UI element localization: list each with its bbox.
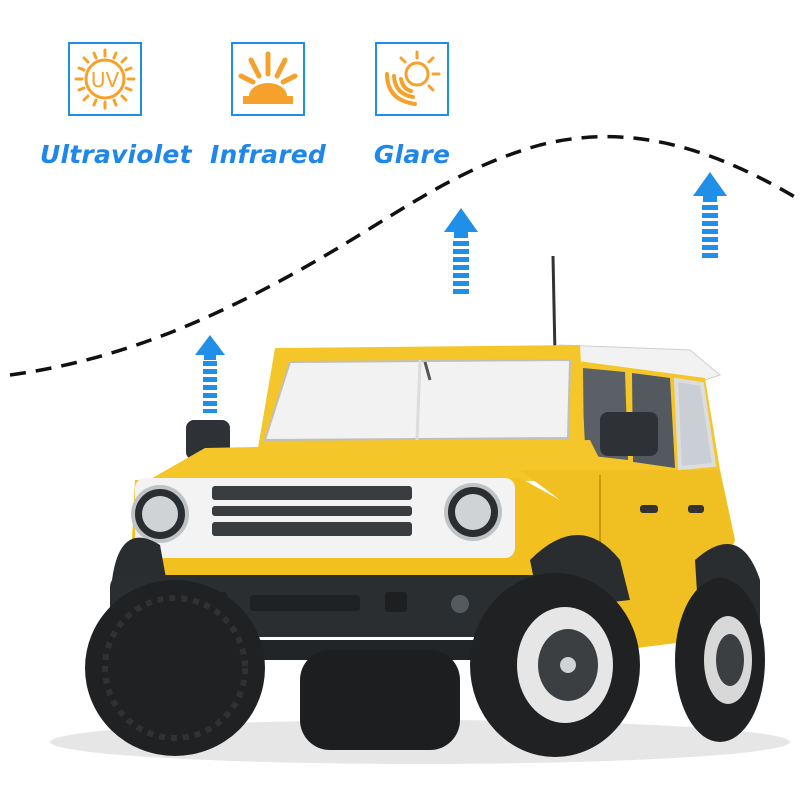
blocked-arrow	[693, 172, 727, 258]
blocked-arrow	[444, 208, 478, 294]
uv-icon-text: UV	[91, 68, 120, 92]
feature-label-infrared: Infrared	[210, 140, 326, 169]
dashed-barrier-line	[9, 134, 800, 377]
feature-ultraviolet: UV Ultraviolet	[40, 42, 192, 169]
suv-vehicle	[50, 255, 790, 764]
sunset-rays-icon	[231, 42, 305, 116]
feature-infrared: Infrared	[203, 42, 333, 169]
feature-glare: Glare	[347, 42, 477, 169]
uv-sun-icon: UV	[68, 42, 142, 116]
sun-glare-icon	[375, 42, 449, 116]
feature-label-glare: Glare	[373, 140, 451, 169]
blocked-arrow	[195, 335, 225, 413]
feature-label-ultraviolet: Ultraviolet	[40, 140, 192, 169]
